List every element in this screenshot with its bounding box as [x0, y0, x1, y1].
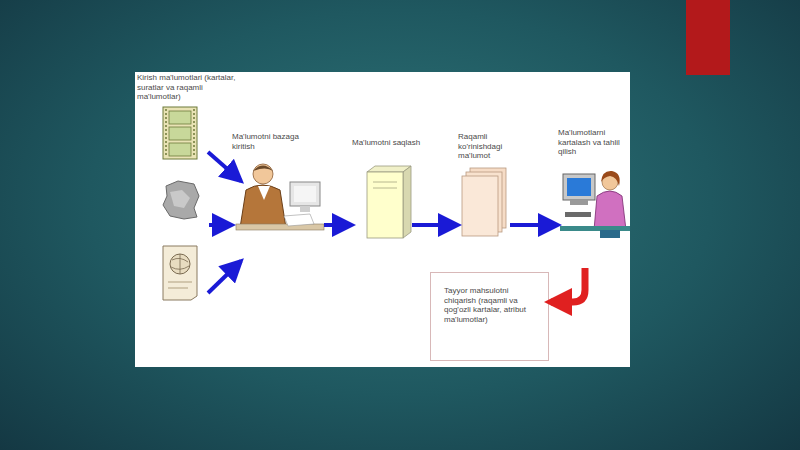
operator-icon	[300, 206, 310, 212]
analyst-icon	[594, 191, 626, 230]
analyst-icon	[565, 212, 591, 217]
node-label: Ma'lumotlarni kartalash va tahlil qilish	[558, 128, 628, 157]
film-strip-icon	[163, 107, 197, 159]
operator-icon	[284, 214, 314, 226]
map-sheet-icon	[170, 190, 190, 208]
operator-icon	[253, 164, 273, 184]
node-label: Tayyor mahsulotni chiqarish (raqamli va …	[444, 286, 540, 324]
globe-paper-icon	[168, 288, 188, 289]
flow-arrow	[510, 223, 558, 227]
flow-arrow	[412, 223, 458, 227]
analyst-icon	[600, 230, 620, 238]
film-strip-icon	[169, 111, 191, 124]
analyst-icon	[570, 200, 588, 205]
operator-icon	[236, 224, 324, 230]
input-arrows	[208, 152, 241, 181]
server-icon	[373, 182, 397, 183]
film-strip-icon	[169, 127, 191, 140]
output-box: Tayyor mahsulotni chiqarish (raqamli va …	[430, 272, 549, 361]
globe-paper-icon	[168, 282, 192, 283]
input-group: Kirish ma'lumotlari (kartalar, suratlar …	[137, 73, 209, 303]
analyst-icon	[567, 178, 591, 196]
server-icon	[367, 166, 411, 238]
node-label: Raqamli ko'rinishdagi ma'lumot	[458, 132, 520, 161]
map-sheet-icon	[163, 181, 199, 219]
node-label: Ma'lumotni saqlash	[352, 138, 442, 148]
operator-icon	[294, 186, 316, 202]
globe-paper-icon	[163, 246, 197, 300]
film-strip-icon	[165, 109, 167, 157]
analyst-icon	[601, 171, 620, 186]
process-step: Ma'lumotlarni kartalash va tahlil qilish	[558, 128, 630, 240]
analyst-icon	[563, 174, 595, 200]
input-arrows	[208, 261, 241, 293]
white-panel	[135, 72, 630, 367]
accent-bar	[686, 0, 730, 75]
node-label: Ma'lumotni bazaga kiritish	[232, 132, 318, 151]
operator-icon	[253, 166, 273, 172]
film-strip-icon	[169, 143, 191, 156]
globe-paper-icon	[170, 254, 190, 274]
process-step: Raqamli ko'rinishdagi ma'lumot	[458, 132, 510, 240]
map-sheet-icon	[163, 181, 199, 219]
server-icon	[373, 188, 397, 189]
process-step: Ma'lumotni saqlash	[352, 138, 412, 240]
server-icon	[403, 166, 411, 238]
globe-paper-icon	[163, 246, 197, 300]
globe-paper-icon	[171, 254, 189, 274]
output-arrow	[551, 268, 585, 302]
paper-stack-icon	[462, 176, 498, 236]
film-strip-icon	[163, 107, 197, 159]
paper-stack-icon	[462, 168, 506, 236]
flow-arrow	[209, 223, 232, 227]
operator-icon	[258, 186, 270, 200]
analyst-icon	[560, 171, 630, 238]
server-icon	[367, 172, 403, 238]
film-strip-icon	[193, 109, 195, 157]
input-arrows	[208, 152, 241, 293]
node-label: Kirish ma'lumotlari (kartalar, suratlar …	[137, 73, 245, 102]
flow-arrow	[324, 223, 352, 227]
operator-icon	[236, 164, 324, 230]
operator-icon	[290, 182, 320, 206]
operator-icon	[240, 185, 286, 228]
process-step: Ma'lumotni bazaga kiritish	[232, 132, 324, 240]
